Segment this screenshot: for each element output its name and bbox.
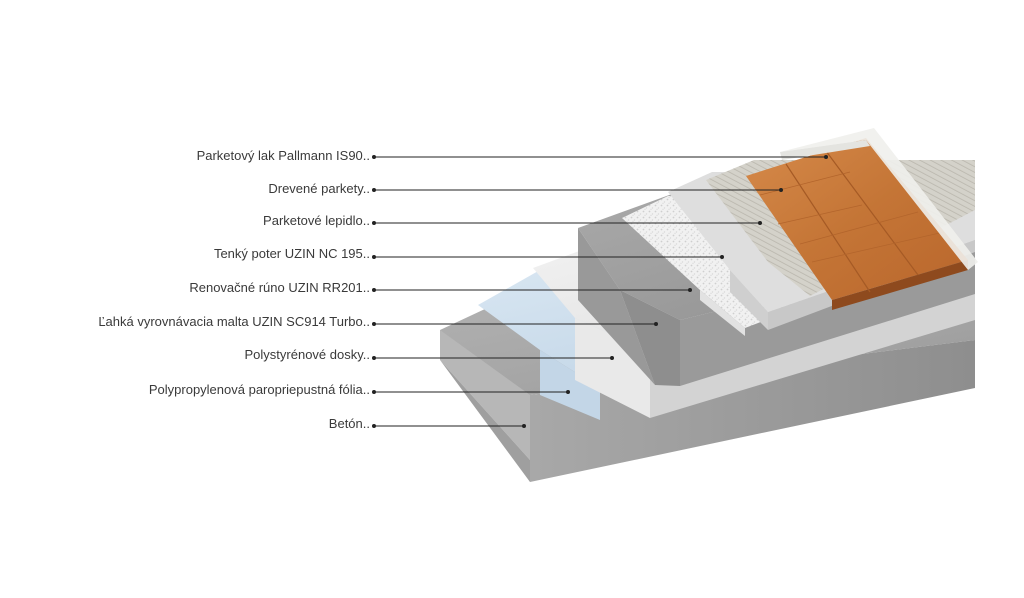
layer-parquet [746,138,968,310]
leader-dot-mortar-end [654,322,658,326]
label-concrete: Betón.. [328,416,370,431]
label-lacquer: Parketový lak Pallmann IS90.. [196,148,370,163]
leader-dot-parquet-start [372,188,376,192]
leader-dot-membrane-end [566,390,570,394]
leader-dot-adhesive-start [372,221,376,225]
leader-dot-membrane-start [372,390,376,394]
label-membrane: Polypropylenová paropriepustná fólia.. [148,382,370,397]
leader-dot-mortar-start [372,322,376,326]
leader-dot-fleece-end [688,288,692,292]
leader-lines [372,155,828,428]
leader-dot-parquet-end [779,188,783,192]
label-screed: Tenký poter UZIN NC 195.. [213,246,370,261]
label-adhesive: Parketové lepidlo.. [263,213,370,228]
leader-dot-lacquer-end [824,155,828,159]
label-fleece: Renovačné rúno UZIN RR201.. [189,280,370,295]
label-mortar: Ľahká vyrovnávacia malta UZIN SC914 Turb… [98,314,370,329]
leader-dot-eps-end [610,356,614,360]
leader-dot-screed-end [720,255,724,259]
label-polystyrene: Polystyrénové dosky.. [244,347,370,362]
leader-dot-concrete-start [372,424,376,428]
leader-dot-concrete-end [522,424,526,428]
leader-dot-eps-start [372,356,376,360]
leader-dot-screed-start [372,255,376,259]
label-parquet: Drevené parkety.. [268,181,370,196]
leader-dot-adhesive-end [758,221,762,225]
layer-lacquer [780,128,978,270]
leader-dot-fleece-start [372,288,376,292]
leader-dot-lacquer-start [372,155,376,159]
